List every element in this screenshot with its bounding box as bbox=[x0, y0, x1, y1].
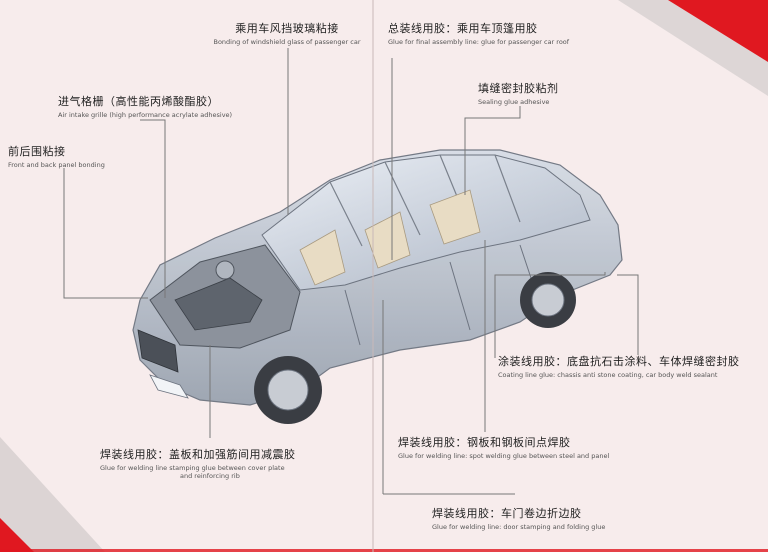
label-zh: 进气格栅（高性能丙烯酸酯胶） bbox=[58, 95, 219, 108]
label-en: Bonding of windshield glass of passenger… bbox=[213, 38, 361, 46]
label-stamping-glue: 焊装线用胶：盖板和加强筋间用减震胶 Glue for welding line … bbox=[100, 446, 296, 480]
label-spot-welding: 焊装线用胶：钢板和钢板间点焊胶 Glue for welding line: s… bbox=[398, 434, 609, 460]
label-coating-line: 涂装线用胶：底盘抗石击涂料、车体焊缝密封胶 Coating line glue:… bbox=[498, 353, 740, 379]
label-en-line2: and reinforcing rib bbox=[180, 472, 240, 480]
label-door-hemming: 焊装线用胶：车门卷边折边胶 Glue for welding line: doo… bbox=[432, 505, 605, 531]
label-en: Glue for welding line: spot welding glue… bbox=[398, 452, 610, 460]
label-en: Glue for welding line: door stamping and… bbox=[432, 523, 606, 531]
leader-lines bbox=[63, 48, 639, 495]
label-en: Air intake grille (high performance acry… bbox=[58, 111, 233, 119]
label-en: Glue for welding line stamping glue betw… bbox=[100, 464, 285, 472]
label-final-assembly: 总装线用胶：乘用车顶篷用胶 Glue for final assembly li… bbox=[388, 20, 569, 46]
label-zh: 总装线用胶：乘用车顶篷用胶 bbox=[388, 22, 538, 35]
label-windshield-bonding: 乘用车风挡玻璃粘接 Bonding of windshield glass of… bbox=[212, 20, 362, 46]
bottom-border bbox=[0, 549, 768, 552]
label-air-intake-grille: 进气格栅（高性能丙烯酸酯胶） Air intake grille (high p… bbox=[58, 93, 232, 119]
corner-decoration bbox=[668, 0, 768, 62]
label-zh: 填缝密封胶粘剂 bbox=[478, 82, 559, 95]
car-body bbox=[132, 149, 623, 424]
label-en: Glue for final assembly line: glue for p… bbox=[388, 38, 570, 46]
label-zh: 前后围粘接 bbox=[8, 145, 66, 158]
label-zh: 焊装线用胶：车门卷边折边胶 bbox=[432, 507, 582, 520]
label-zh: 乘用车风挡玻璃粘接 bbox=[235, 22, 339, 35]
label-en: Coating line glue: chassis anti stone co… bbox=[498, 371, 718, 379]
label-en: Sealing glue adhesive bbox=[478, 98, 550, 106]
label-panel-bonding: 前后围粘接 Front and back panel bonding bbox=[8, 143, 105, 169]
label-zh: 涂装线用胶：底盘抗石击涂料、车体焊缝密封胶 bbox=[498, 355, 740, 368]
label-zh: 焊装线用胶：盖板和加强筋间用减震胶 bbox=[100, 448, 296, 461]
label-en: Front and back panel bonding bbox=[8, 161, 105, 169]
label-zh: 焊装线用胶：钢板和钢板间点焊胶 bbox=[398, 436, 571, 449]
corner-decoration bbox=[0, 518, 34, 552]
label-sealing-adhesive: 填缝密封胶粘剂 Sealing glue adhesive bbox=[478, 80, 559, 106]
